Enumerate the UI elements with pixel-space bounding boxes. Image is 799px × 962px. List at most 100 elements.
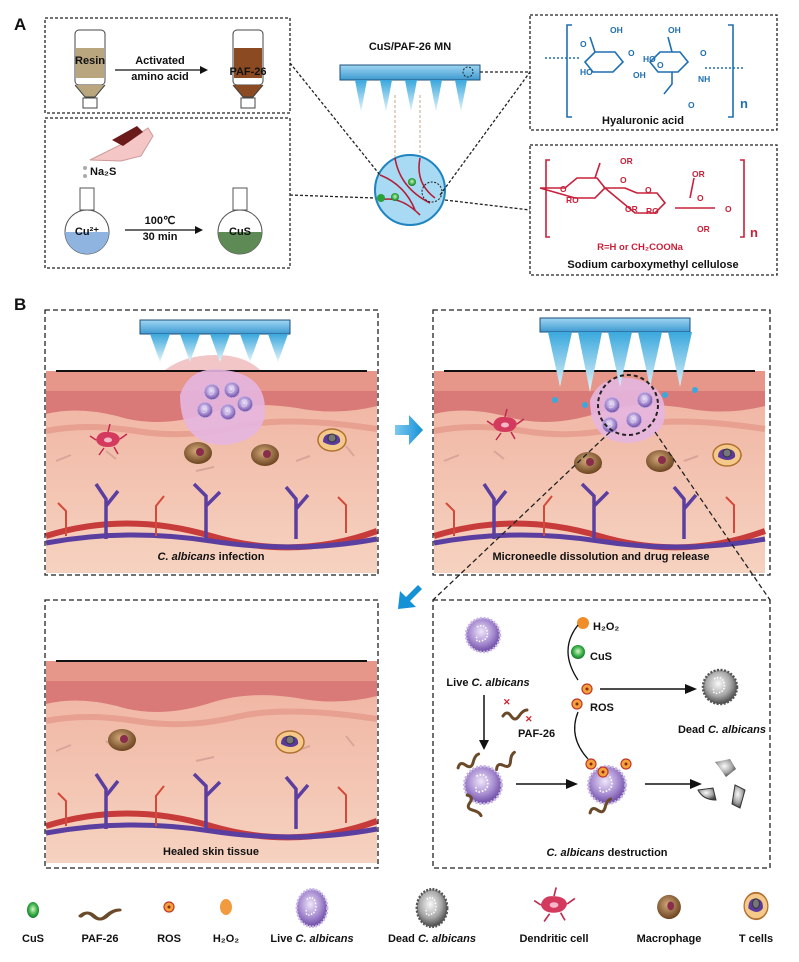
arrow-curve xyxy=(567,624,579,681)
ros-icon xyxy=(163,901,175,913)
arrowhead-icon xyxy=(200,66,208,74)
healed-panel xyxy=(46,601,377,863)
arrowhead-icon xyxy=(685,684,697,694)
h2o2-stage-label: H₂O₂ xyxy=(593,621,619,633)
atom-label: O xyxy=(688,100,695,110)
repeat-n: n xyxy=(740,96,748,111)
atom-label: O xyxy=(697,193,704,203)
repeat-n: n xyxy=(750,225,758,240)
h2o2-icon xyxy=(577,617,589,629)
panel-b-letter: B xyxy=(14,295,26,314)
microneedle-label: CuS/PAF-26 MN xyxy=(369,41,451,53)
drug-release-panel xyxy=(434,311,765,573)
atom-label: HO xyxy=(643,54,656,64)
na2s-label: Na₂S xyxy=(90,166,116,178)
cmc-structure xyxy=(539,159,745,238)
atom-label: O xyxy=(628,48,635,58)
arrowhead-icon xyxy=(479,740,489,750)
ros-icon xyxy=(585,758,597,770)
paf26-icon xyxy=(501,708,529,721)
ros-icon xyxy=(571,698,583,710)
legend-label: T cells xyxy=(739,933,773,945)
cmc-substituent: R=H or CH₂COONa xyxy=(597,242,683,253)
atom-label: O xyxy=(620,175,627,185)
stage1-caption: C. albicans infection xyxy=(158,551,265,563)
x-mark-icon: ✕ xyxy=(503,697,511,707)
atom-label: O xyxy=(657,60,664,70)
cmc-box xyxy=(529,144,778,276)
ros-icon xyxy=(620,758,632,770)
stage4-caption: C. albicans destruction xyxy=(546,847,667,859)
legend-label: PAF-26 xyxy=(81,933,118,945)
paf26-icon xyxy=(492,750,521,774)
arrowhead-icon xyxy=(195,226,203,234)
atom-label: OR xyxy=(625,204,638,214)
infection-panel-border xyxy=(44,309,379,576)
legend: CuS PAF-26 ROS H₂O₂ Live C. albicans Dea… xyxy=(22,886,773,945)
atom-label: HO xyxy=(580,67,593,77)
macrophage-icon xyxy=(657,894,681,920)
live-label: Live C. albicans xyxy=(446,677,529,689)
matrix-zoom-circle-icon xyxy=(374,154,446,226)
infection-panel xyxy=(46,311,377,573)
atom-label: OH xyxy=(610,25,623,35)
dead-c-albicans-icon xyxy=(415,887,449,929)
h2o2-icon xyxy=(220,899,232,915)
legend-label: Live C. albicans xyxy=(270,933,353,945)
atom-label: RO xyxy=(566,195,579,205)
dead-label: Dead C. albicans xyxy=(678,724,766,736)
live-c-albicans-icon xyxy=(464,616,502,654)
dropper-hand-icon xyxy=(83,126,154,178)
cell-fragments-icon xyxy=(697,759,746,809)
paf26-label: PAF-26 xyxy=(229,66,266,78)
atom-label: NH xyxy=(698,74,710,84)
resin-column-icon xyxy=(74,29,106,109)
healed-panel-border xyxy=(44,599,379,869)
legend-label: Dendritic cell xyxy=(519,933,588,945)
ros-icon xyxy=(581,683,593,695)
dead-c-albicans-icon xyxy=(701,668,739,706)
atom-label: O xyxy=(580,39,587,49)
arrowhead-icon xyxy=(690,779,702,789)
ros-icon xyxy=(597,766,609,778)
legend-label: Macrophage xyxy=(637,933,702,945)
connector-lines xyxy=(289,62,531,211)
legend-label: ROS xyxy=(157,933,181,945)
atom-label: RO xyxy=(646,206,659,216)
paf26-peptide-icon xyxy=(81,910,119,919)
live-c-albicans-icon xyxy=(295,887,329,929)
reagent-line2: amino acid xyxy=(131,71,188,83)
hyaluronic-acid-box xyxy=(529,14,778,131)
destruction-panel-border xyxy=(432,599,771,869)
legend-label: H₂O₂ xyxy=(213,933,239,945)
zoom-connector-lines xyxy=(432,431,771,601)
atom-label: O xyxy=(700,48,707,58)
legend-label: Dead C. albicans xyxy=(388,933,476,945)
atom-label: O xyxy=(560,184,567,194)
reagent-line1: Activated xyxy=(135,55,185,67)
stage3-caption: Healed skin tissue xyxy=(163,846,259,858)
blue-arrow-right-icon xyxy=(395,415,423,445)
cu-flask-icon xyxy=(64,187,110,255)
arrow-curve xyxy=(574,711,589,760)
t-cell-icon xyxy=(743,891,769,921)
cus-nanoparticle-icon xyxy=(27,902,39,918)
panel-a-letter: A xyxy=(14,15,26,34)
temperature-label: 100℃ xyxy=(145,215,176,227)
hyaluronic-acid-structure xyxy=(545,24,745,118)
drug-release-panel-border xyxy=(432,309,771,576)
arrowhead-icon xyxy=(566,779,578,789)
atom-label: OR xyxy=(620,156,633,166)
paf26-stage-label: PAF-26 xyxy=(518,728,555,740)
resin-label: Resin xyxy=(75,55,105,67)
cus-flask-icon xyxy=(217,187,263,255)
atom-label: OR xyxy=(697,224,710,234)
cu2-label: Cu²⁺ xyxy=(75,226,99,238)
paf26-column-icon xyxy=(232,29,264,109)
time-label: 30 min xyxy=(143,231,178,243)
cus-stage-label: CuS xyxy=(590,651,612,663)
legend-label: CuS xyxy=(22,933,44,945)
atom-label: O xyxy=(645,185,652,195)
paf26-synthesis-box xyxy=(44,17,291,114)
